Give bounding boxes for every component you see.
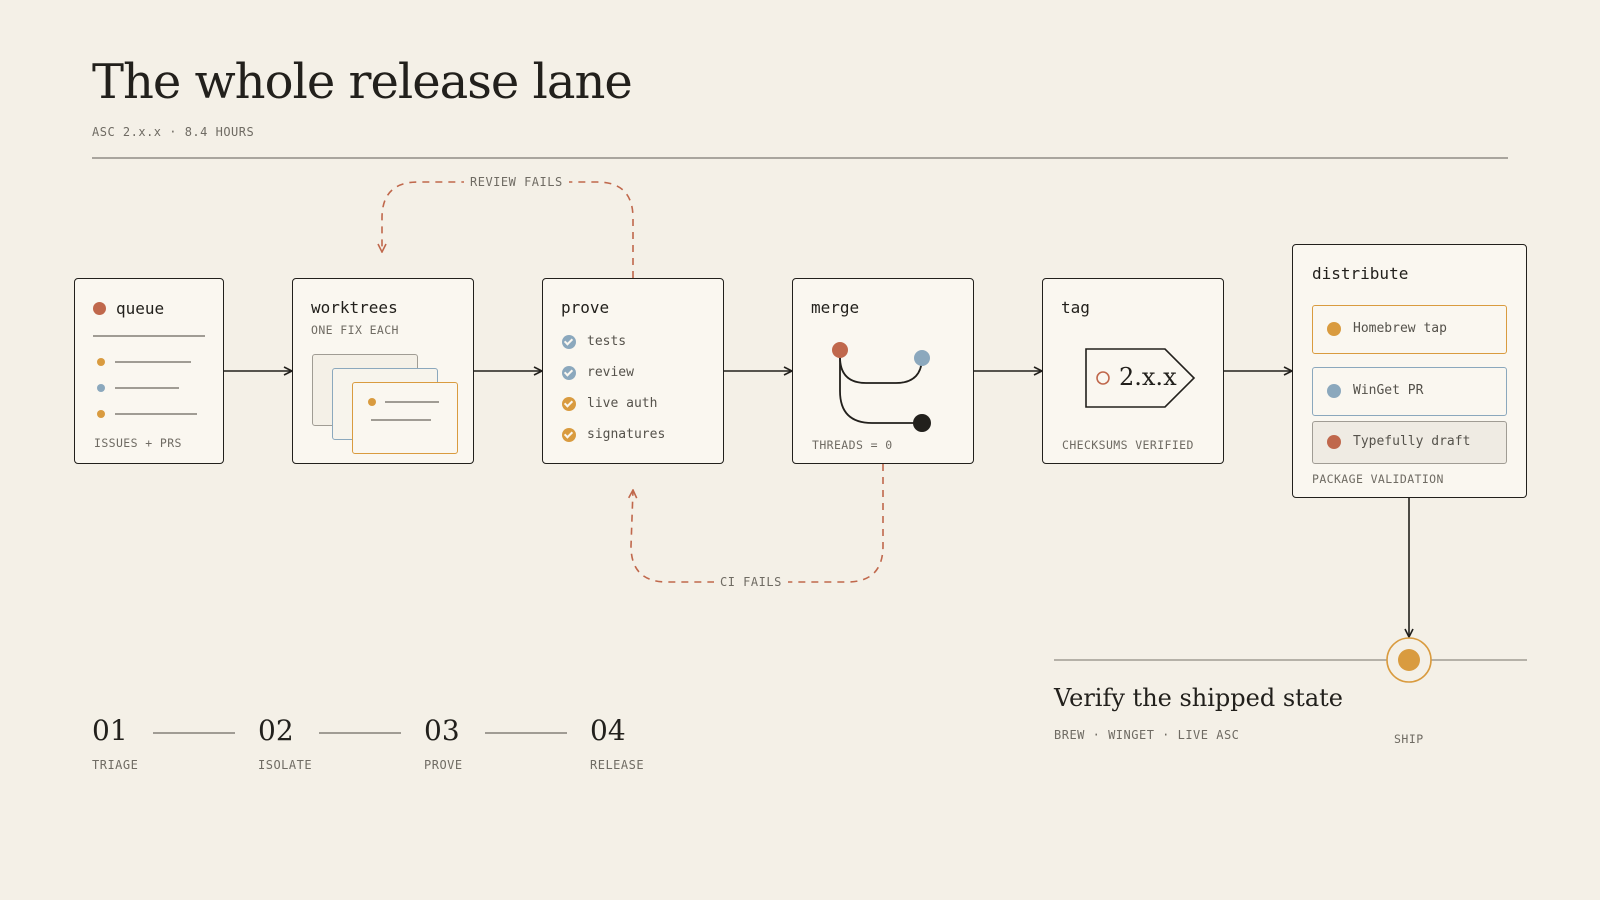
check-icon xyxy=(562,366,576,380)
typefully-dot xyxy=(1327,435,1341,449)
stage-prove: prove tests review live auth signatures xyxy=(542,278,724,464)
step-connector xyxy=(319,732,401,734)
stage-tag-caption: CHECKSUMS VERIFIED xyxy=(1062,438,1194,452)
stage-worktrees-caption: ONE FIX EACH xyxy=(311,323,399,337)
step-connector xyxy=(153,732,235,734)
prove-check-label: tests xyxy=(587,334,627,349)
distribute-item-label: WinGet PR xyxy=(1353,383,1424,398)
step-label: RELEASE xyxy=(590,758,645,772)
step-label: ISOLATE xyxy=(258,758,313,772)
winget-dot xyxy=(1327,384,1341,398)
stage-tag-title: tag xyxy=(1061,298,1090,317)
stage-tag: tag 2.x.x CHECKSUMS VERIFIED xyxy=(1042,278,1224,464)
distribute-item-winget: WinGet PR xyxy=(1312,367,1507,416)
step-number: 03 xyxy=(424,714,460,747)
ship-dot xyxy=(1398,649,1420,671)
check-icon xyxy=(562,335,576,349)
worktree-dot xyxy=(368,398,376,406)
stage-queue-caption: ISSUES + PRS xyxy=(94,436,182,450)
stage-distribute-caption: PACKAGE VALIDATION xyxy=(1312,472,1444,486)
queue-item-dot xyxy=(97,384,105,392)
check-icon xyxy=(562,428,576,442)
step-label: PROVE xyxy=(424,758,463,772)
prove-check-label: review xyxy=(587,365,634,380)
ship-label: SHIP xyxy=(1394,732,1424,746)
tag-shape-icon xyxy=(1085,348,1196,408)
tag-version-label: 2.x.x xyxy=(1119,363,1177,391)
distribute-item-label: Homebrew tap xyxy=(1353,321,1447,336)
worktree-sheet-front xyxy=(352,382,458,454)
step-connector xyxy=(485,732,567,734)
queue-divider xyxy=(93,335,205,337)
ship-subtitle: BREW · WINGET · LIVE ASC xyxy=(1054,728,1240,742)
review-fails-loop xyxy=(382,181,634,278)
ci-fails-loop xyxy=(631,464,884,583)
distribute-item-label: Typefully draft xyxy=(1353,434,1471,449)
stage-distribute-title: distribute xyxy=(1312,264,1409,283)
prove-check-label: live auth xyxy=(587,396,658,411)
stage-distribute: distribute Homebrew tap WinGet PR Typefu… xyxy=(1292,244,1527,498)
distribute-item-typefully: Typefully draft xyxy=(1312,421,1507,464)
queue-item-line xyxy=(115,361,191,363)
ci-fails-label: CI FAILS xyxy=(714,575,788,589)
stage-merge: merge THREADS = 0 xyxy=(792,278,974,464)
page-title: The whole release lane xyxy=(92,54,633,110)
queue-item-dot xyxy=(97,410,105,418)
step-label: TRIAGE xyxy=(92,758,139,772)
stage-worktrees-title: worktrees xyxy=(311,298,398,317)
prove-check-label: signatures xyxy=(587,427,666,442)
merge-graph-icon xyxy=(832,342,931,432)
step-number: 02 xyxy=(258,714,294,747)
stage-merge-caption: THREADS = 0 xyxy=(812,438,893,452)
header-divider xyxy=(92,157,1508,159)
stage-prove-title: prove xyxy=(561,298,610,317)
worktree-line xyxy=(371,419,431,421)
stage-queue: queue ISSUES + PRS xyxy=(74,278,224,464)
check-icon xyxy=(562,397,576,411)
step-number: 01 xyxy=(92,714,128,747)
queue-item-line xyxy=(115,387,179,389)
worktree-line xyxy=(385,401,439,403)
homebrew-dot xyxy=(1327,322,1341,336)
ship-title: Verify the shipped state xyxy=(1054,684,1343,712)
stage-merge-title: merge xyxy=(811,298,860,317)
review-fails-label: REVIEW FAILS xyxy=(464,175,569,189)
page-subtitle: ASC 2.x.x · 8.4 HOURS xyxy=(92,125,255,139)
stage-queue-title: queue xyxy=(116,299,165,318)
stage-worktrees: worktrees ONE FIX EACH xyxy=(292,278,474,464)
distribute-item-homebrew: Homebrew tap xyxy=(1312,305,1507,354)
queue-item-dot xyxy=(97,358,105,366)
queue-item-line xyxy=(115,413,197,415)
step-number: 04 xyxy=(590,714,626,747)
queue-status-dot xyxy=(93,302,106,315)
